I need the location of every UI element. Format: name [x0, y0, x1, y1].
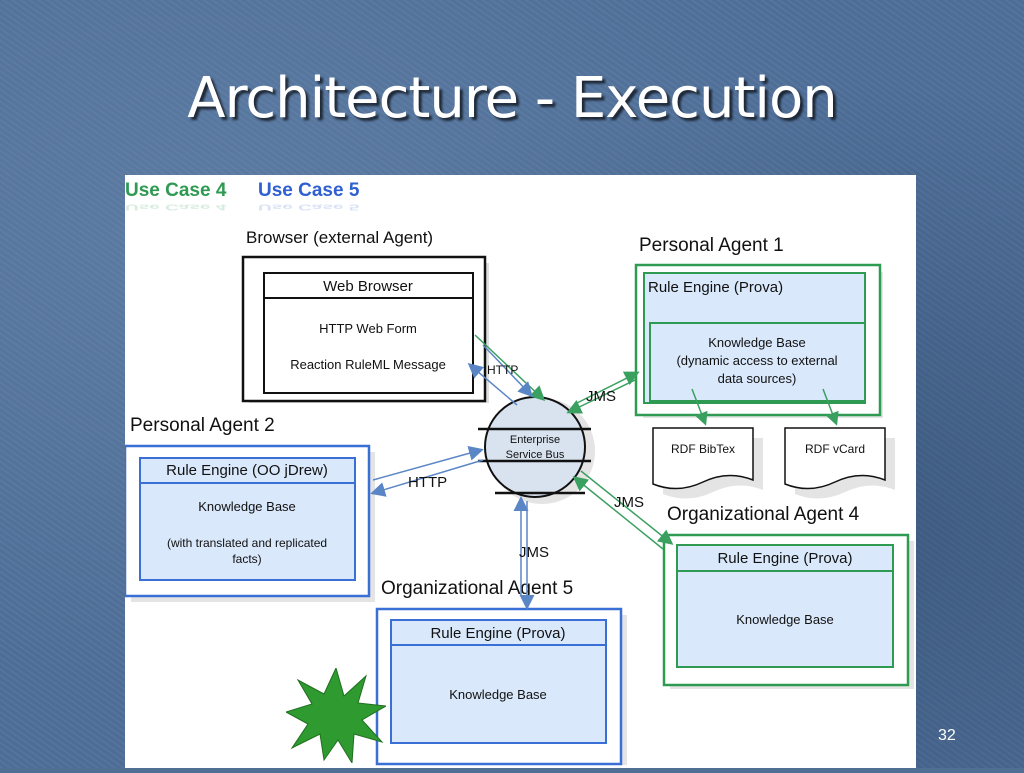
pa1-kb-line2: (dynamic access to external	[676, 353, 837, 368]
http-browser-label: HTTP	[487, 363, 518, 377]
rdf-vcard-label: RDF vCard	[805, 442, 865, 456]
rdf-vcard-document[interactable]	[784, 427, 886, 490]
rdf-bibtex-document[interactable]	[652, 427, 754, 490]
page-number: 32	[938, 727, 956, 744]
pa1-knowledge-base-box[interactable]	[649, 322, 866, 402]
oa5-knowledge-base-label: Knowledge Base	[449, 687, 547, 702]
browser-heading: Browser (external Agent)	[246, 228, 433, 247]
pa2-kb-line1: Knowledge Base	[198, 499, 296, 514]
oa5-rule-engine-label: Rule Engine (Prova)	[430, 625, 565, 642]
org-agent-5-heading: Organizational Agent 5	[381, 578, 573, 599]
architecture-diagram: Use Case 4 Use Case 4 Use Case 5 Use Cas…	[123, 180, 914, 766]
personal-agent-1-heading: Personal Agent 1	[639, 235, 784, 256]
reaction-ruleml-label: Reaction RuleML Message	[290, 357, 446, 372]
oa4-rule-engine-box[interactable]	[676, 544, 894, 668]
diagram-panel: Use Case 4 Use Case 4 Use Case 5 Use Cas…	[123, 175, 916, 768]
pa2-kb-line3: facts)	[232, 552, 261, 566]
use-case-4-label[interactable]: Use Case 4	[125, 180, 227, 201]
web-browser-box[interactable]	[263, 272, 474, 394]
personal-agent-2-heading: Personal Agent 2	[130, 415, 275, 436]
oa5-rule-engine-box[interactable]	[390, 619, 607, 744]
use-case-4-reflection: Use Case 4	[125, 202, 227, 211]
pa2-kb-line2: (with translated and replicated	[167, 536, 327, 550]
oa4-rule-engine-label: Rule Engine (Prova)	[717, 550, 852, 567]
esb-to-oa4-arrow	[580, 470, 674, 545]
pa1-to-esb-arrow	[566, 379, 636, 414]
pa2-to-esb-arrow	[372, 445, 484, 481]
esb-label-line2: Service Bus	[506, 449, 565, 461]
http-web-form-label: HTTP Web Form	[319, 321, 417, 336]
pa1-rule-engine-label: Rule Engine (Prova)	[648, 279, 783, 296]
jms-oa5-label: JMS	[519, 544, 549, 561]
esb-label-line1: Enterprise	[510, 434, 560, 446]
esb-to-browser-arrow	[467, 363, 518, 406]
rdf-bibtex-label: RDF BibTex	[671, 442, 735, 456]
use-case-5-reflection: Use Case 5	[258, 202, 359, 211]
pa1-kb-line3: data sources)	[718, 371, 797, 386]
oa4-to-esb-arrow	[572, 476, 664, 550]
jms-oa4-label: JMS	[614, 494, 644, 511]
jms-pa1-label: JMS	[586, 388, 616, 405]
kb-to-bibtex-arrow	[691, 388, 708, 426]
oa4-knowledge-base-label: Knowledge Base	[736, 612, 834, 627]
pa1-kb-line1: Knowledge Base	[708, 335, 806, 350]
esb-to-pa2-arrow	[370, 459, 484, 497]
use-case-5-label[interactable]: Use Case 5	[258, 180, 360, 201]
kb-to-vcard-arrow	[822, 388, 839, 426]
org-agent-4-heading: Organizational Agent 4	[667, 504, 860, 525]
browser-to-esb-arrow-2	[482, 344, 534, 398]
http-pa2-label: HTTP	[408, 474, 447, 491]
esb-to-pa1-arrow	[576, 371, 640, 404]
web-browser-title: Web Browser	[323, 278, 413, 295]
starburst-icon	[286, 668, 386, 763]
pa2-rule-engine-box[interactable]	[139, 457, 356, 581]
slide-title: Architecture - Execution	[187, 66, 837, 131]
pa2-rule-engine-label: Rule Engine (OO jDrew)	[166, 462, 328, 479]
